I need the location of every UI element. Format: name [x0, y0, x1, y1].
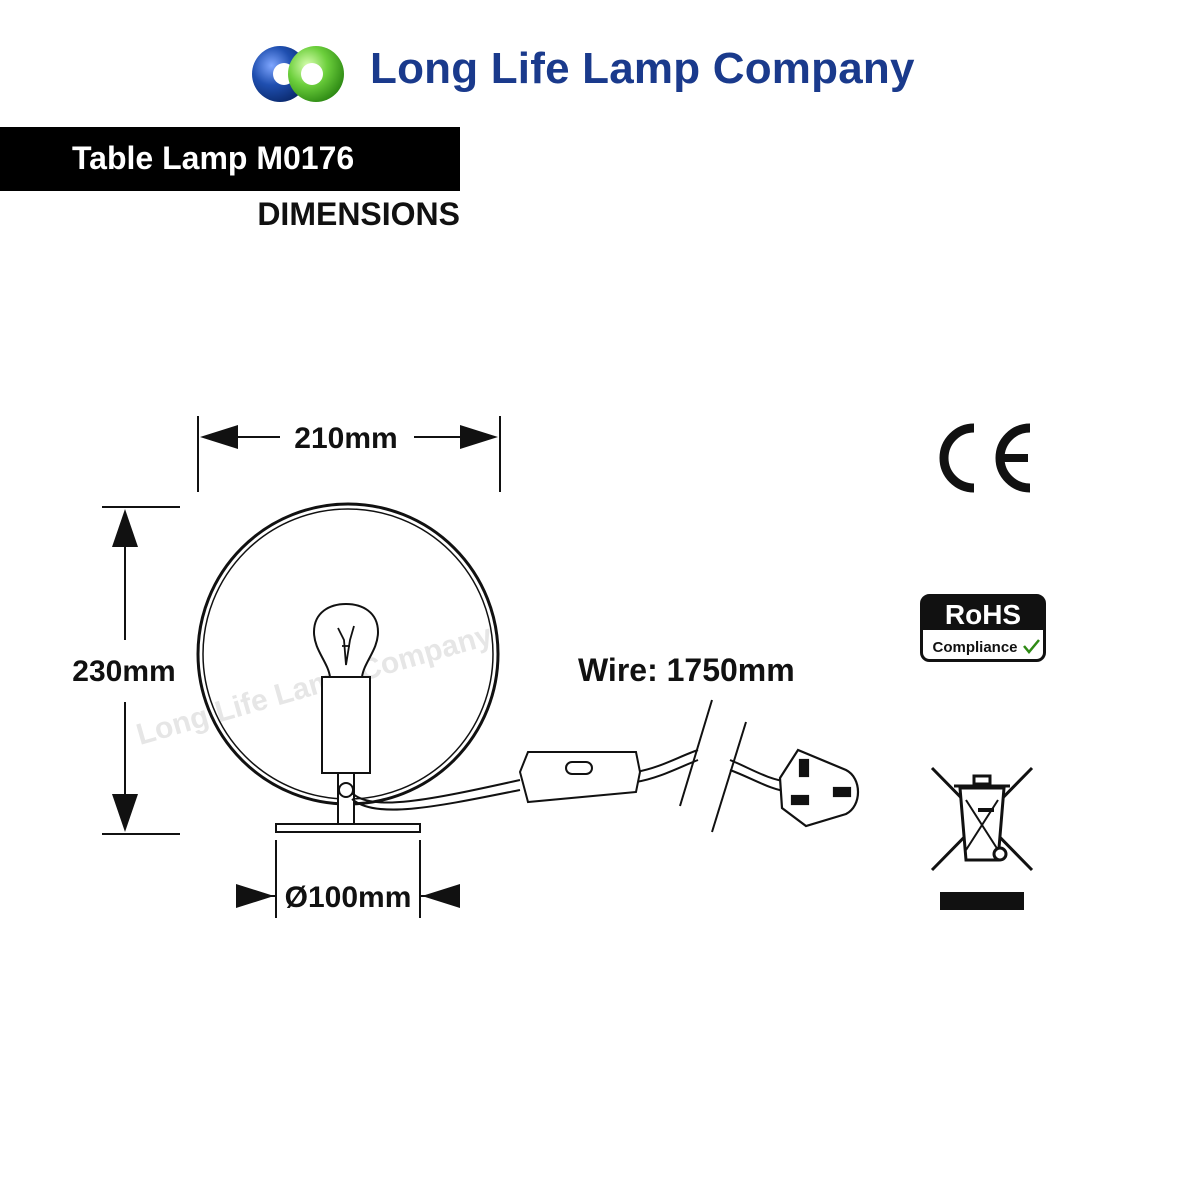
height-dimension	[102, 506, 180, 835]
arrow-right-icon	[460, 425, 498, 449]
arrow-left-icon	[200, 425, 238, 449]
rohs-compliance-badge: RoHS Compliance	[920, 594, 1046, 662]
arrow-up-icon	[112, 509, 138, 547]
rohs-title: RoHS	[945, 599, 1021, 630]
svg-text:CE: CE	[928, 418, 930, 419]
base-diameter-label: Ø100mm	[285, 881, 412, 914]
width-dimension	[197, 416, 501, 492]
cable-break-marks	[679, 699, 747, 833]
rohs-subtitle: Compliance	[932, 639, 1017, 656]
arrow-down-icon	[112, 794, 138, 832]
section-heading: DIMENSIONS	[257, 196, 460, 232]
width-label: 210mm	[294, 422, 397, 455]
check-icon	[1023, 639, 1040, 654]
lamp-base	[275, 823, 421, 833]
wire-length-label: Wire: 1750mm	[578, 652, 795, 688]
arrow-left-icon	[422, 884, 460, 908]
company-name: Long Life Lamp Company	[370, 44, 915, 93]
height-label: 230mm	[72, 655, 175, 688]
product-title: Table Lamp M0176	[72, 140, 355, 176]
lamp-holder	[321, 676, 371, 774]
company-logo-icon	[252, 46, 344, 102]
pivot-knob	[338, 782, 354, 798]
light-bulb-icon	[312, 602, 380, 678]
uk-plug-icon	[778, 748, 860, 828]
product-title-bar: Table Lamp M0176	[0, 127, 460, 191]
ce-mark-icon: CE	[928, 418, 1031, 493]
base-diameter-dimension	[236, 840, 460, 918]
arrow-right-icon	[236, 884, 274, 908]
crossed-out-wheelie-bin-icon	[930, 766, 1034, 910]
inline-switch	[518, 751, 642, 804]
